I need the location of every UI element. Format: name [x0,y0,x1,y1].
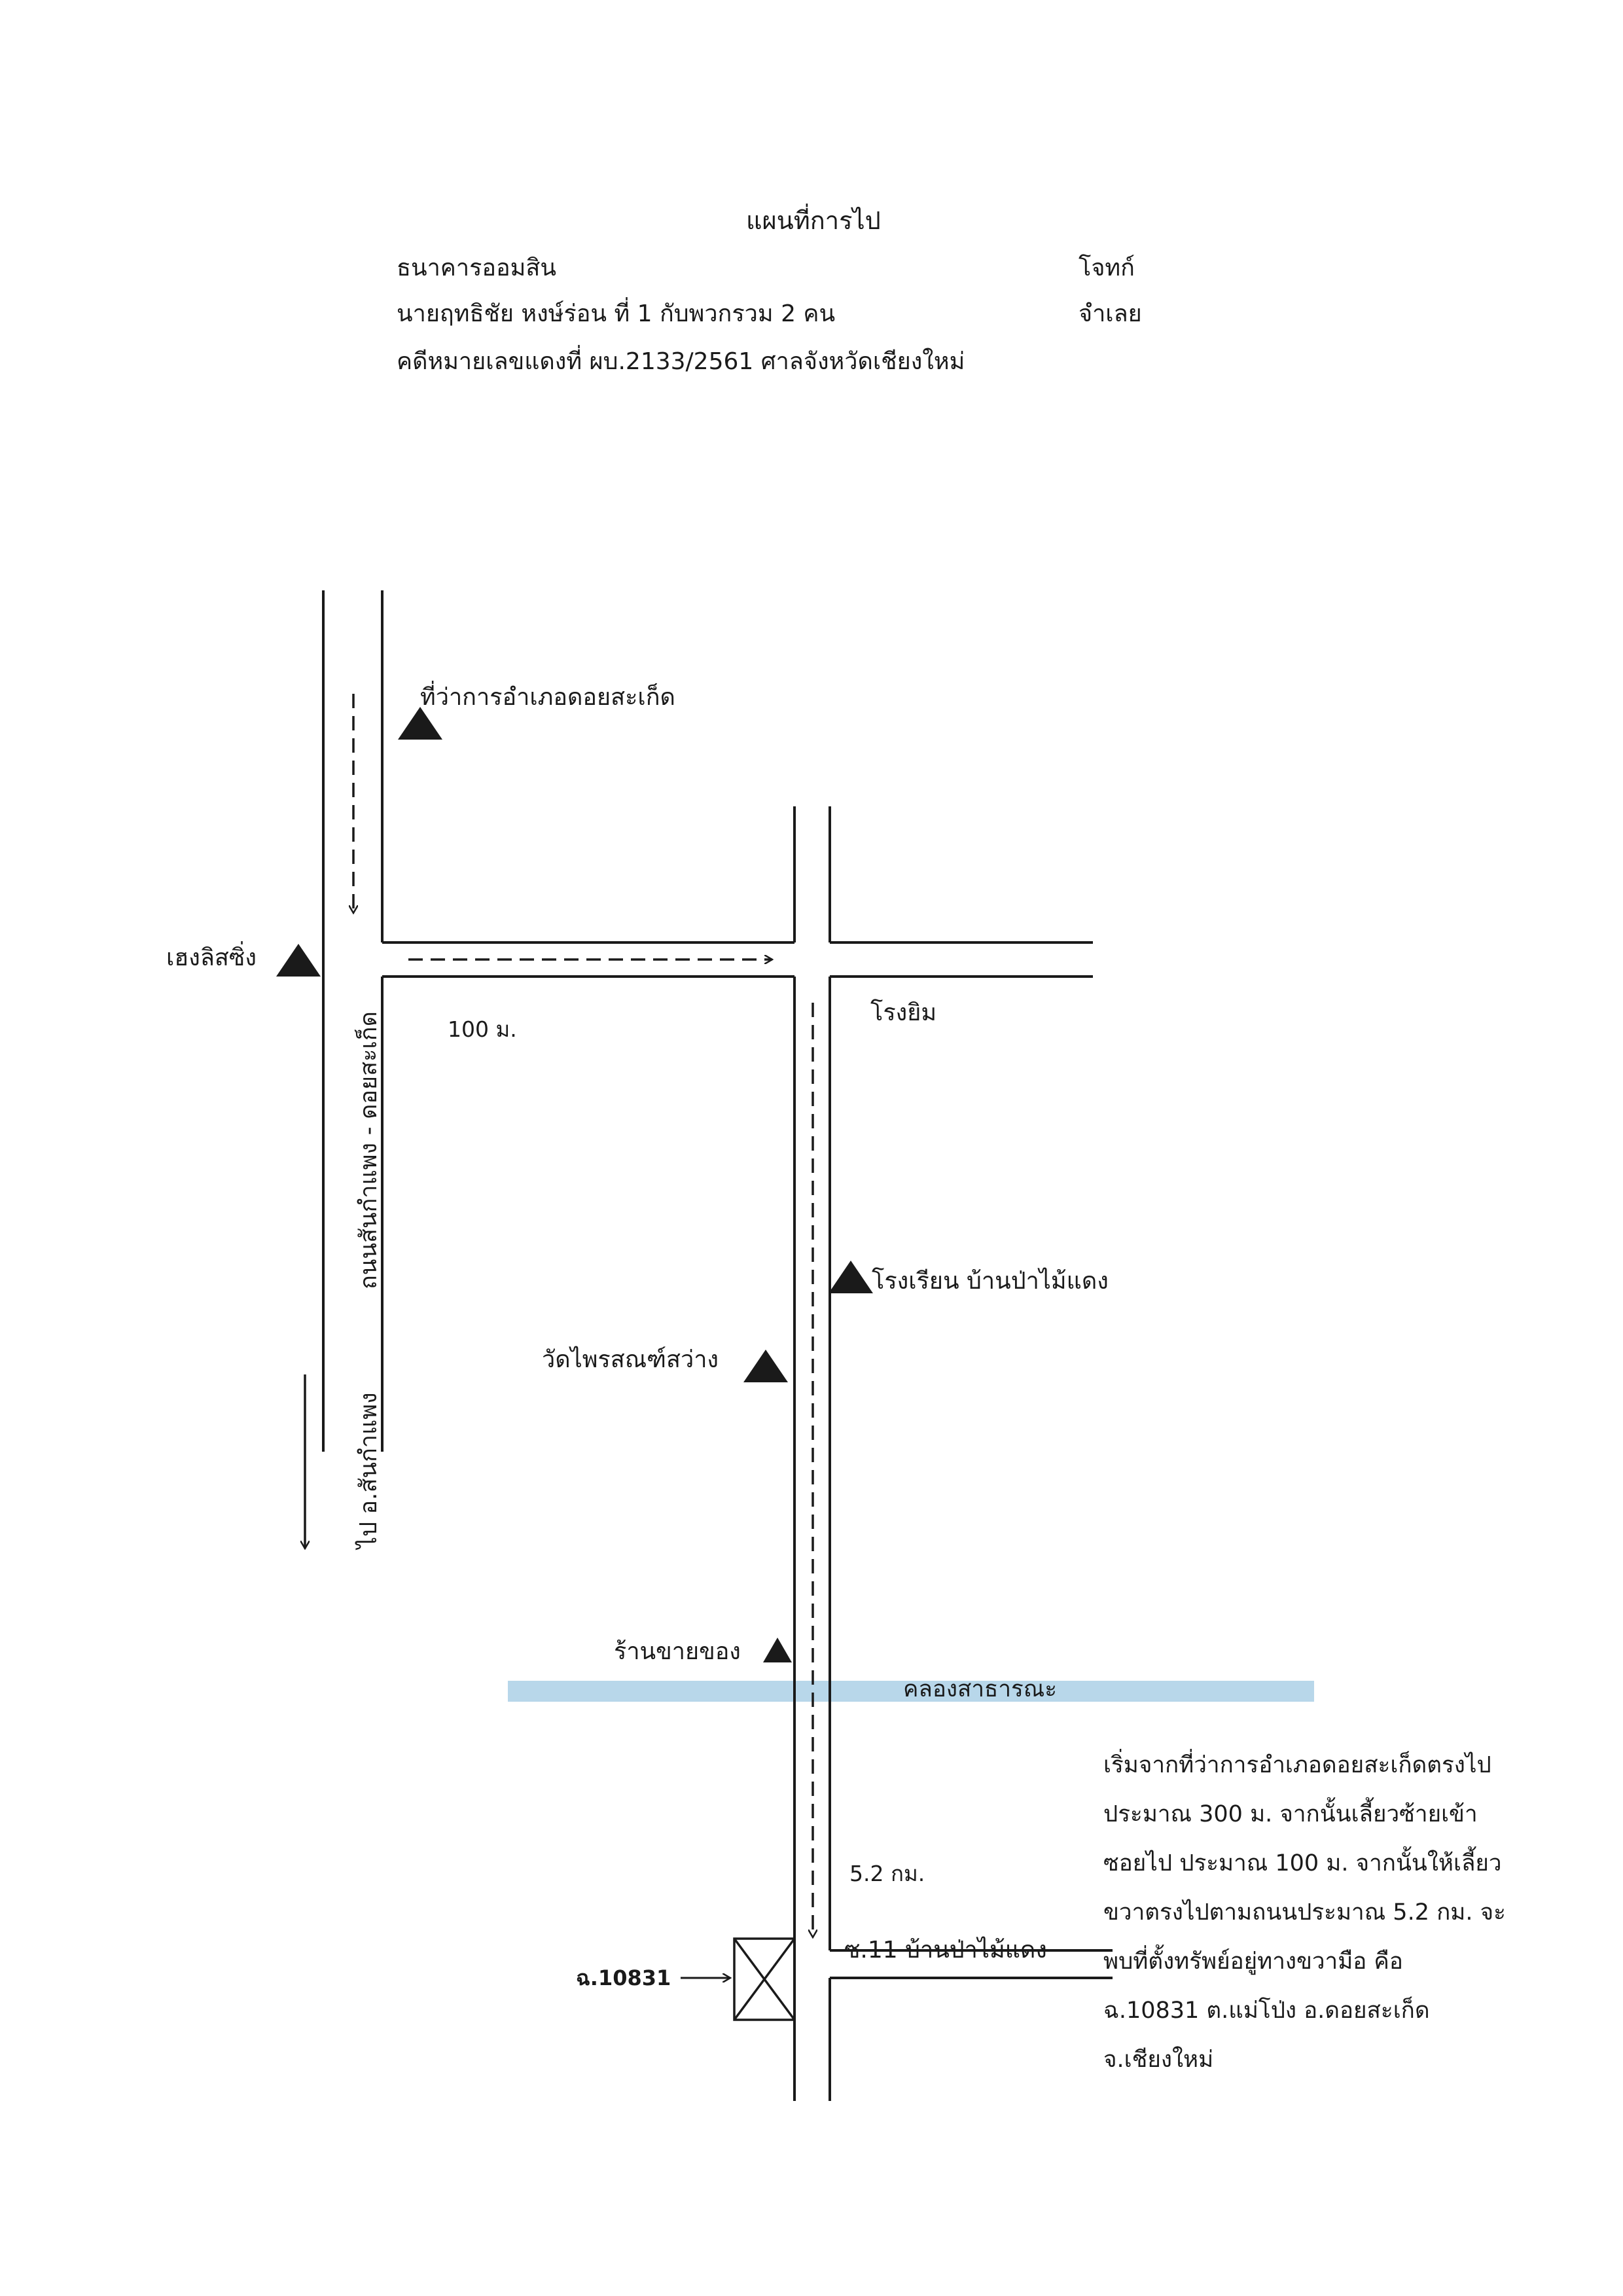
plaintiff-role: โจทก์ [1079,255,1135,281]
rice-mill-label: โรงยิม [870,999,937,1026]
defendant-role: จำเลย [1079,300,1142,327]
canal-label: คลองสาธารณะ [903,1676,1058,1702]
property-label: ฉ.10831 [576,1965,671,1990]
directions-line: จ.เชียงใหม่ [1103,2047,1214,2073]
canal [508,1681,1314,1702]
to-district-label: ไป อ.สันกำแพง [355,1392,382,1549]
temple-label: วัดไพรสณฑ์สว่าง [542,1346,719,1373]
heng-leasing-marker [276,944,321,977]
heng-leasing-label: เฮงลิสซิ่ง [166,944,257,971]
route-arrows [353,694,813,1937]
plaintiff-name: ธนาคารออมสิน [397,255,556,281]
directions-line: เริ่มจากที่ว่าการอำเภอดอยสะเก็ดตรงไป [1103,1752,1491,1778]
page-title: แผนที่การไป [746,206,881,235]
shop-label: ร้านขายของ [614,1638,741,1665]
soi-11-road [830,1949,1113,1979]
soi-11-label: ซ.11 บ้านป่าไม้แดง [844,1937,1047,1964]
directions-line: ฉ.10831 ต.แม่โป่ง อ.ดอยสะเก็ด [1103,1998,1430,2024]
main-road [322,590,383,1452]
main-road-label: ถนนสันกำแพง - ดอยสะเก็ด [355,1011,382,1289]
district-office-label: ที่ว่าการอำเภอดอยสะเก็ด [420,684,675,711]
case-number: คดีหมายเลขแดงที่ ผบ.2133/2561 ศาลจังหวัด… [397,348,965,375]
distance-second-label: 5.2 กม. [849,1861,925,1886]
property-marker [733,1937,796,2021]
directions-line: ซอยไป ประมาณ 100 ม. จากนั้นให้เลี้ยว [1103,1850,1502,1876]
school-label: โรงเรียน บ้านป่าไม้แดง [872,1268,1109,1295]
defendant-name: นายฤทธิชัย หงษ์ร่อน ที่ 1 กับพวกรวม 2 คน [397,300,836,327]
directions-note: เริ่มจากที่ว่าการอำเภอดอยสะเก็ดตรงไป ประ… [1103,1741,1506,2085]
temple-marker [743,1350,788,1382]
district-office-marker [398,707,442,740]
side-road [382,941,1093,978]
shop-marker [763,1638,792,1662]
cross-road [793,806,831,2101]
distance-first-label: 100 ม. [448,1016,517,1042]
directions-line: ขวาตรงไปตามถนนประมาณ 5.2 กม. จะ [1103,1899,1506,1926]
directions-line: พบที่ตั้งทรัพย์อยู่ทางขวามือ คือ [1103,1948,1403,1975]
school-marker [829,1261,873,1293]
directions-line: ประมาณ 300 ม. จากนั้นเลี้ยวซ้ายเข้า [1103,1801,1478,1827]
